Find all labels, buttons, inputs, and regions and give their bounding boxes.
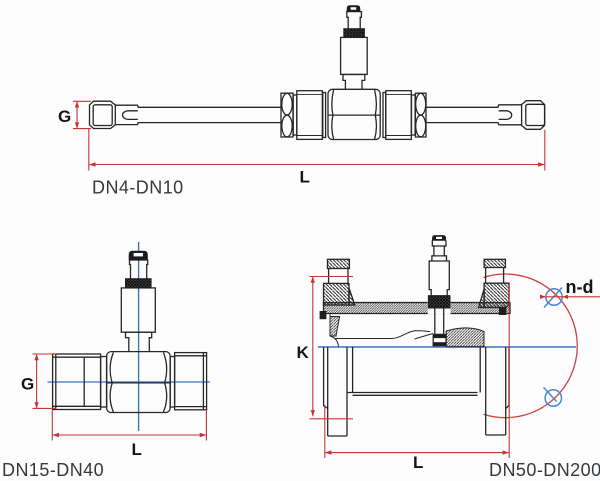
svg-text:K: K xyxy=(297,343,310,362)
svg-text:G: G xyxy=(58,107,71,126)
svg-text:DN15-DN40: DN15-DN40 xyxy=(2,460,104,480)
svg-text:DN4-DN10: DN4-DN10 xyxy=(92,178,184,198)
svg-text:G: G xyxy=(21,375,34,394)
svg-text:L: L xyxy=(300,168,310,187)
svg-text:L: L xyxy=(413,453,423,472)
svg-text:L: L xyxy=(132,440,142,459)
svg-text:n-d: n-d xyxy=(566,277,594,297)
svg-text:DN50-DN200: DN50-DN200 xyxy=(489,460,600,480)
